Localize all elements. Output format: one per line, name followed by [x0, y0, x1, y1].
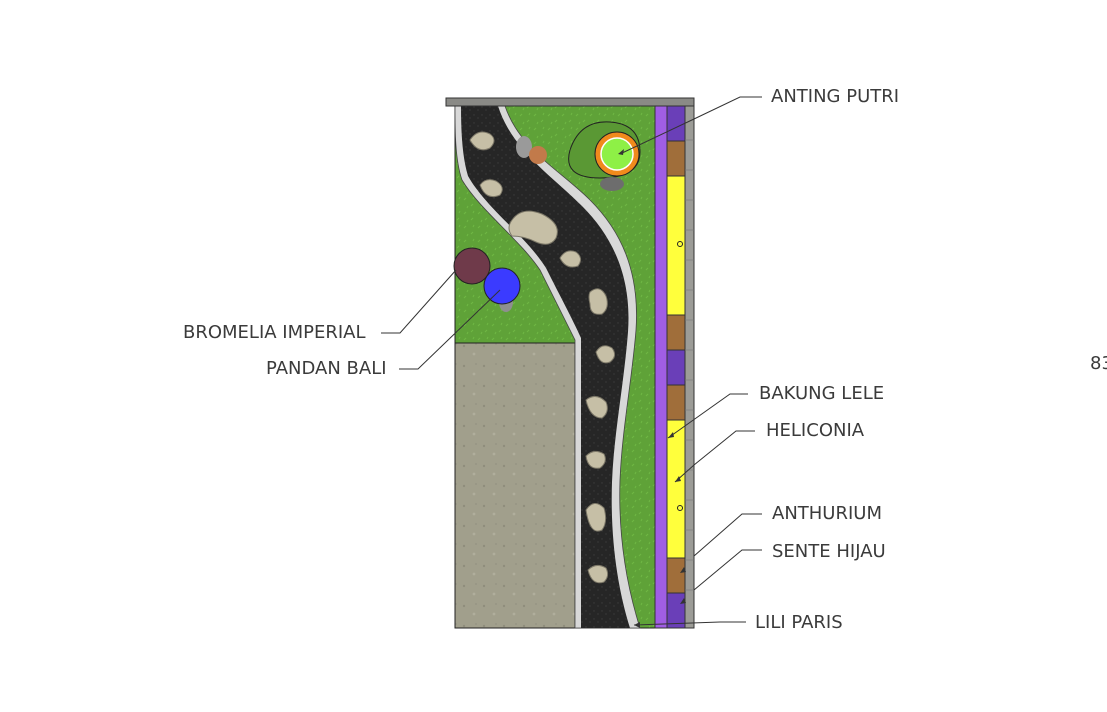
pandan-bali-plant: [483, 267, 521, 305]
paved-area: [454, 342, 576, 629]
label-pandan-bali: PANDAN BALI: [266, 358, 387, 379]
decorative-rocks: [499, 136, 624, 312]
top-wall: [445, 97, 695, 107]
leader-lines: [381, 96, 762, 626]
label-lili-paris: LILI PARIS: [755, 612, 843, 633]
leader-arrows: [618, 149, 686, 628]
lili-paris-strip: [654, 105, 668, 629]
label-anthurium: ANTHURIUM: [772, 503, 883, 524]
label-bakung-lele: BAKUNG LELE: [759, 383, 885, 404]
dimension-label: 83: [1090, 353, 1107, 374]
label-sente-hijau: SENTE HIJAU: [772, 541, 886, 562]
stepping-stones: [469, 131, 616, 584]
right-wall: [684, 105, 695, 629]
label-heliconia: HELICONIA: [766, 420, 865, 441]
label-anting-putri: ANTING PUTRI: [771, 86, 900, 107]
bromelia-imperial-plant: [453, 247, 491, 285]
path-asphalt: [461, 106, 630, 628]
planter-boxes: [666, 105, 686, 629]
label-bromelia-imperial: BROMELIA IMPERIAL: [183, 322, 366, 343]
